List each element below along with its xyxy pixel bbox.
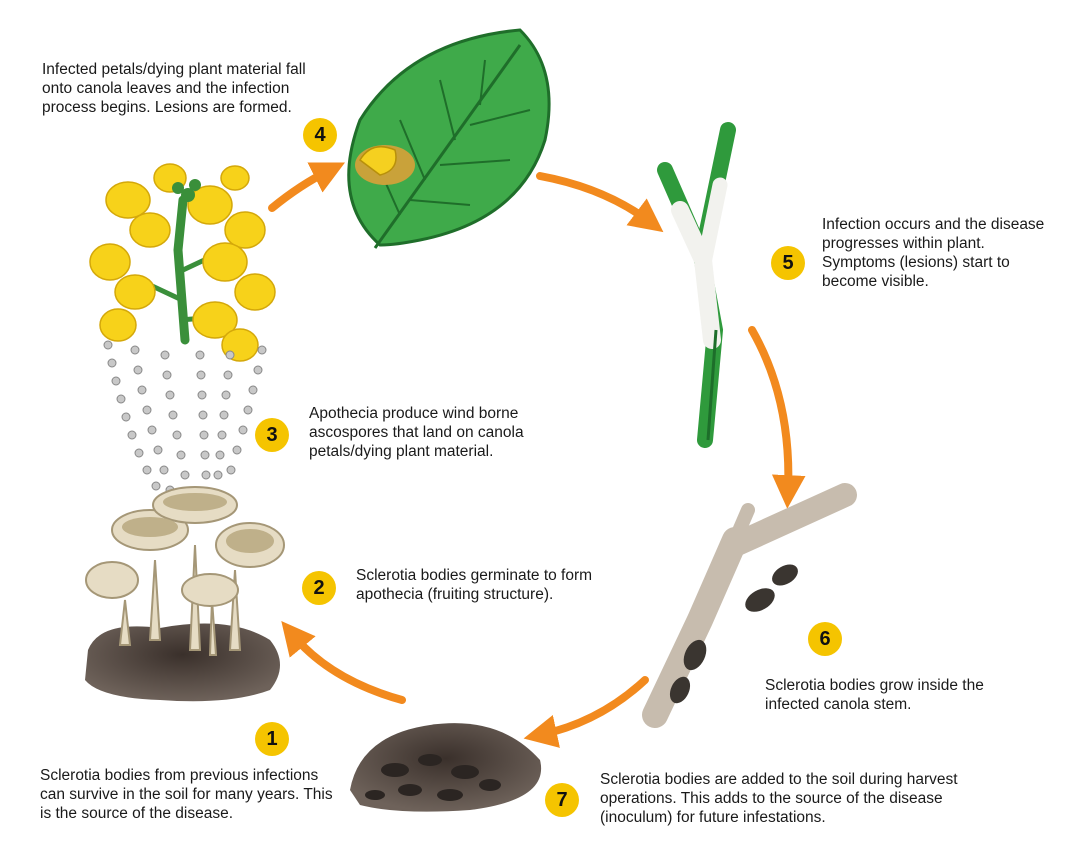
arrow-1-to-2: [281, 621, 406, 704]
step-badge-3: 3: [255, 418, 289, 452]
cycle-arrows: [268, 162, 806, 748]
arrow-3-to-4: [268, 162, 346, 212]
sclerotia-stem-icon: [642, 483, 857, 728]
step-2-text: Sclerotia bodies germinate to form apoth…: [356, 567, 593, 603]
step-1-text: Sclerotia bodies from previous infection…: [40, 767, 333, 822]
ascospores-icon: [103, 340, 267, 500]
step-3-text: Apothecia produce wind borne ascospores …: [309, 405, 524, 460]
arrow-6-to-7: [523, 676, 649, 748]
infected-leaf-icon: [347, 28, 551, 249]
apothecia-icon: [85, 486, 285, 702]
arrow-4-to-5: [536, 172, 664, 233]
soil-sclerotia-icon: [350, 723, 542, 812]
step-4-text: Infected petals/dying plant material fal…: [42, 61, 306, 116]
canola-flower-icon: [89, 163, 276, 362]
step-7-text: Sclerotia bodies are added to the soil d…: [600, 771, 958, 826]
arrow-5-to-6: [748, 326, 806, 509]
step-badge-5: 5: [771, 246, 805, 280]
infected-stem-icon: [657, 122, 736, 448]
step-badge-4: 4: [303, 118, 337, 152]
step-5-text: Infection occurs and the disease progres…: [822, 216, 1045, 290]
step-badge-7: 7: [545, 783, 579, 817]
step-badge-1: 1: [255, 722, 289, 756]
step-6-text: Sclerotia bodies grow inside the infecte…: [765, 677, 984, 713]
step-badge-2: 2: [302, 571, 336, 605]
step-badge-6: 6: [808, 622, 842, 656]
